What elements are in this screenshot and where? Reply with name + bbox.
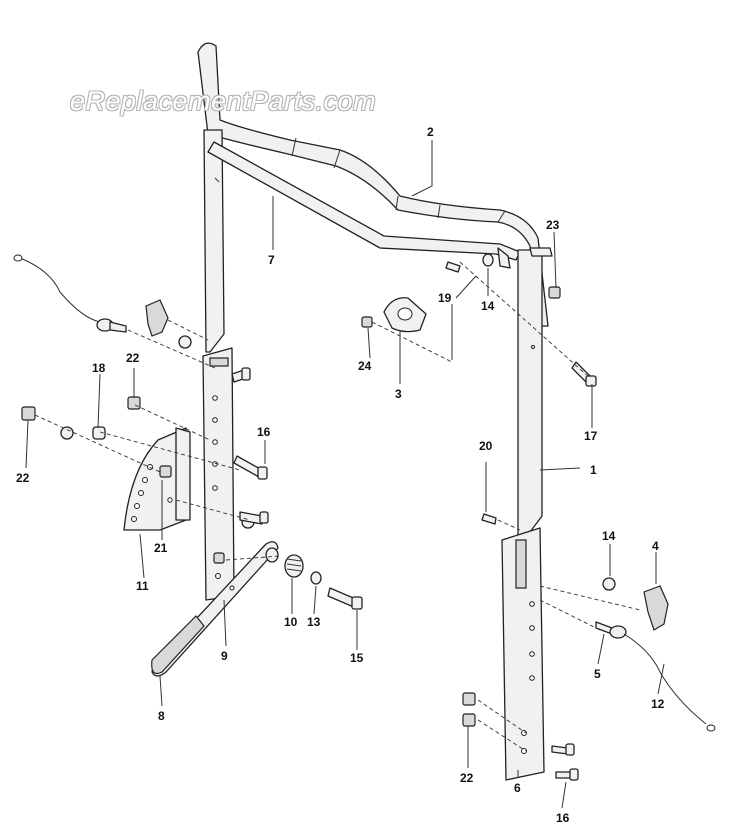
callout-1: 1: [590, 463, 597, 477]
hardware-nuts: [21, 286, 561, 727]
callout-18: 18: [92, 361, 106, 375]
right-mount-bracket-part-6: [501, 527, 545, 781]
callout-4: 4: [652, 539, 659, 553]
callout-3: 3: [395, 387, 402, 401]
knob-part-4: [643, 585, 669, 631]
callout-24: 24: [358, 359, 372, 373]
leader-lines: [25, 140, 665, 809]
callout-22-bottom: 22: [460, 771, 474, 785]
handlebar-part-2: [197, 42, 549, 327]
callout-9: 9: [221, 649, 228, 663]
cable-part-12: [595, 621, 716, 732]
hardware-spring-part-10: [284, 554, 304, 578]
callout-11: 11: [136, 579, 149, 593]
cross-bar-part-7: [207, 141, 521, 261]
hardware-bolts: [92, 261, 597, 781]
knob-left: [145, 299, 169, 337]
callout-19: 19: [438, 291, 452, 305]
right-upright-tube-part-1: [517, 249, 543, 541]
callout-2: 2: [427, 125, 434, 139]
callout-labels: 1 2 3 4 5 6 7 8 9 10 11 12 13 14 14 15 1…: [16, 125, 665, 825]
callout-14-right: 14: [602, 529, 616, 543]
callout-8: 8: [158, 709, 165, 723]
callout-7: 7: [268, 253, 275, 267]
left-upright-tube: [203, 129, 225, 353]
callout-21: 21: [154, 541, 168, 555]
callout-22-upper: 22: [126, 351, 140, 365]
callout-12: 12: [651, 697, 665, 711]
callout-22-left: 22: [16, 471, 30, 485]
callout-16-bottom: 16: [556, 811, 570, 825]
hinge-bracket-top-right: [497, 247, 553, 269]
callout-15: 15: [350, 651, 364, 665]
callout-17: 17: [584, 429, 598, 443]
callout-13: 13: [307, 615, 321, 629]
watermark-text: eReplacementParts.com: [70, 86, 377, 116]
assembly-lines: [34, 261, 641, 752]
callout-5: 5: [594, 667, 601, 681]
callout-14-top: 14: [481, 299, 495, 313]
callout-23: 23: [546, 218, 560, 232]
cable-clip-part-3: [383, 297, 427, 333]
callout-10: 10: [284, 615, 298, 629]
shift-lever-parts-8-9: [151, 541, 279, 677]
callout-20: 20: [479, 439, 493, 453]
sector-plate-part-11: [123, 427, 191, 531]
callout-16-left: 16: [257, 425, 271, 439]
cable-left: [13, 254, 127, 333]
callout-6: 6: [514, 781, 521, 795]
